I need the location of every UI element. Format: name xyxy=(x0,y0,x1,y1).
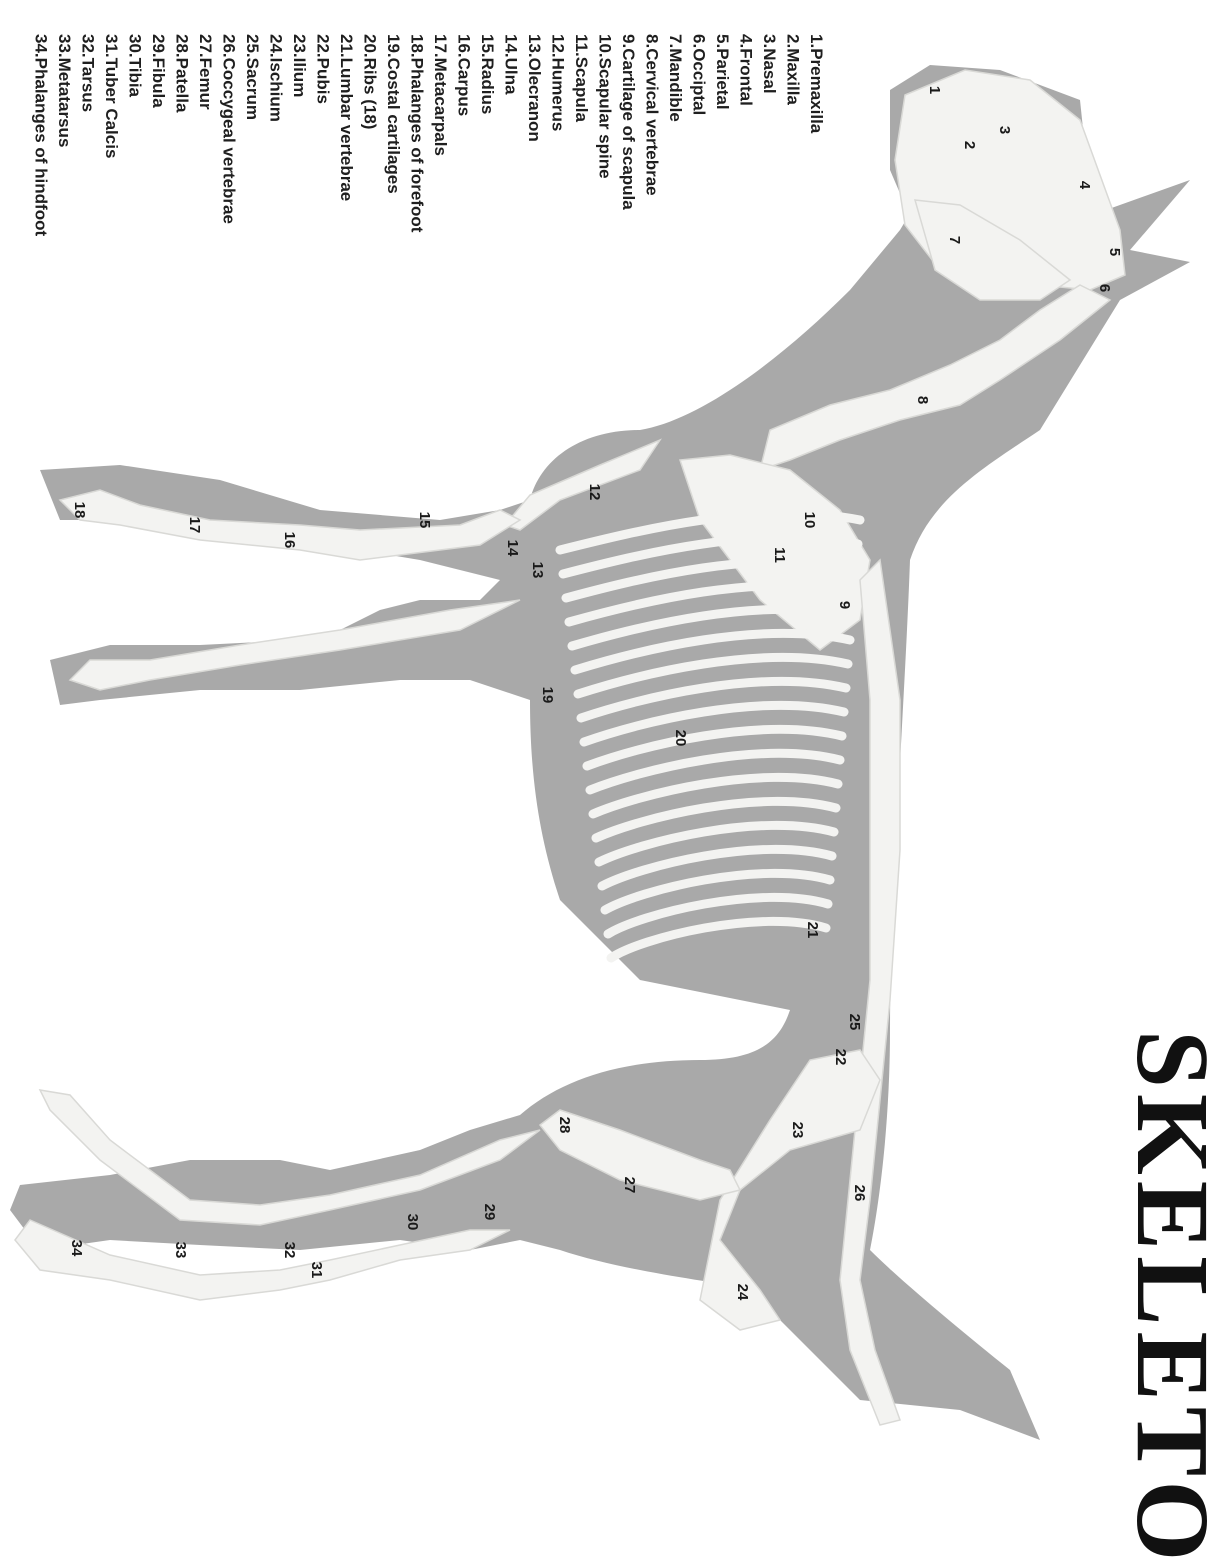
legend-label: Nasal xyxy=(760,48,779,93)
legend-label: Pubis xyxy=(314,58,333,104)
callout-number: 7 xyxy=(946,236,963,244)
legend-label: Femur xyxy=(196,58,215,110)
legend-label: Metacarpals xyxy=(431,58,450,156)
callout-number: 2 xyxy=(961,141,978,149)
legend-label: Carpus xyxy=(455,58,474,117)
legend-item: 34.Phalanges of hindfoot xyxy=(20,34,50,236)
legend-label: Occiptal xyxy=(690,48,709,115)
legend-label: Mandible xyxy=(666,48,685,122)
legend-label: Fibula xyxy=(149,58,168,108)
legend-label: Scapula xyxy=(572,57,591,122)
callout-number: 3 xyxy=(996,126,1013,134)
callout-number: 4 xyxy=(1076,181,1093,190)
legend-label: Ulna xyxy=(502,58,521,95)
callout-number: 22 xyxy=(832,1049,849,1066)
callout-number: 5 xyxy=(1106,248,1123,256)
callout-number: 26 xyxy=(851,1185,868,1202)
legend-label: Tarsus xyxy=(79,58,98,113)
legend-label: Radius xyxy=(478,58,497,115)
legend-label: Ribs (18) xyxy=(361,58,380,130)
legend-label: Scapular spine xyxy=(596,58,615,179)
callout-number: 1 xyxy=(926,86,943,94)
legend-label: Premaxilla xyxy=(807,48,826,133)
legend-label: Ischium xyxy=(267,58,286,122)
legend-number: 34. xyxy=(20,34,50,58)
legend-label: Parietal xyxy=(713,48,732,109)
legend-label: Cartilage of scapula xyxy=(619,48,638,210)
legend-label: Costal cartilages xyxy=(384,58,403,194)
callout-number: 6 xyxy=(1096,284,1113,292)
legend-label: Coccygeal vertebrae xyxy=(220,58,239,224)
legend-label: Patella xyxy=(173,58,192,113)
legend-label: Tuber Calcis xyxy=(102,58,121,159)
legend-label: Olecranon xyxy=(525,58,544,142)
legend-label: Frontal xyxy=(737,48,756,106)
legend-label: Tibia xyxy=(126,58,145,97)
callout-number: 8 xyxy=(914,396,931,404)
legend-label: Metatarsus xyxy=(55,58,74,148)
callout-number: 25 xyxy=(846,1014,863,1031)
legend-label: Cervical vertebrae xyxy=(643,48,662,195)
legend-label: Lumbar vertebrae xyxy=(337,58,356,202)
legend-label: Humerus xyxy=(549,58,568,132)
legend-label: Maxilla xyxy=(784,48,803,105)
callout-number: 9 xyxy=(836,601,853,609)
legend-label: Sacrum xyxy=(243,58,262,120)
legend-label: Phalanges of forefoot xyxy=(408,58,427,233)
legend-label: Ilium xyxy=(290,58,309,98)
poster-title: SKELETO xyxy=(1120,1030,1212,1567)
legend-label: Phalanges of hindfoot xyxy=(32,58,51,237)
